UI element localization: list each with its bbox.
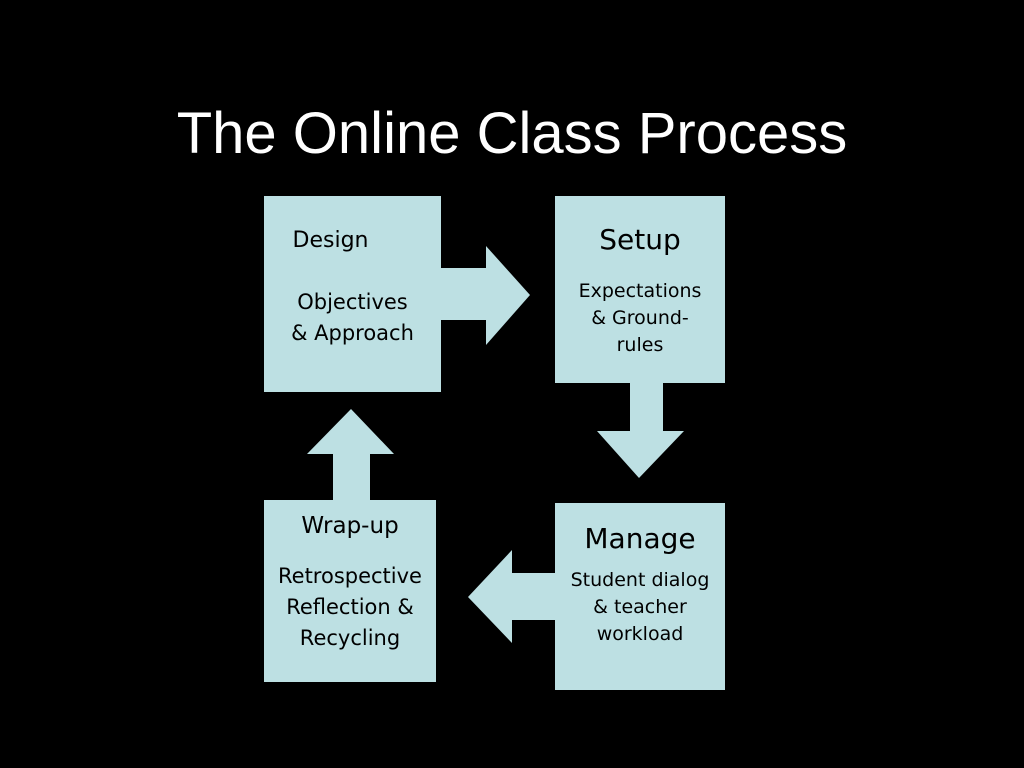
step-heading-setup: Setup xyxy=(599,223,681,256)
slide-title: The Online Class Process xyxy=(176,101,848,166)
arrow-down-setup-to-manage xyxy=(597,383,684,478)
step-box-design: Design Objectives & Approach xyxy=(264,196,441,392)
step-box-wrapup: Wrap-up Retrospective Reflection & Recyc… xyxy=(264,500,436,682)
step-body-manage: Student dialog & teacher workload xyxy=(570,569,710,645)
step-body-wrapup: Retrospective Reflection & Recycling xyxy=(278,564,422,650)
arrow-up-wrapup-to-design xyxy=(307,409,394,500)
arrow-right-design-to-setup xyxy=(441,246,530,345)
arrow-left-manage-to-wrapup xyxy=(468,550,555,643)
step-heading-wrapup: Wrap-up xyxy=(301,513,399,539)
step-heading-design: Design xyxy=(292,228,369,253)
step-box-setup: Setup Expectations & Ground- rules xyxy=(555,196,725,383)
step-body-design: Objectives & Approach xyxy=(291,290,414,345)
step-box-manage: Manage Student dialog & teacher workload xyxy=(555,503,725,690)
step-heading-manage: Manage xyxy=(584,522,696,555)
step-body-setup: Expectations & Ground- rules xyxy=(578,280,702,356)
